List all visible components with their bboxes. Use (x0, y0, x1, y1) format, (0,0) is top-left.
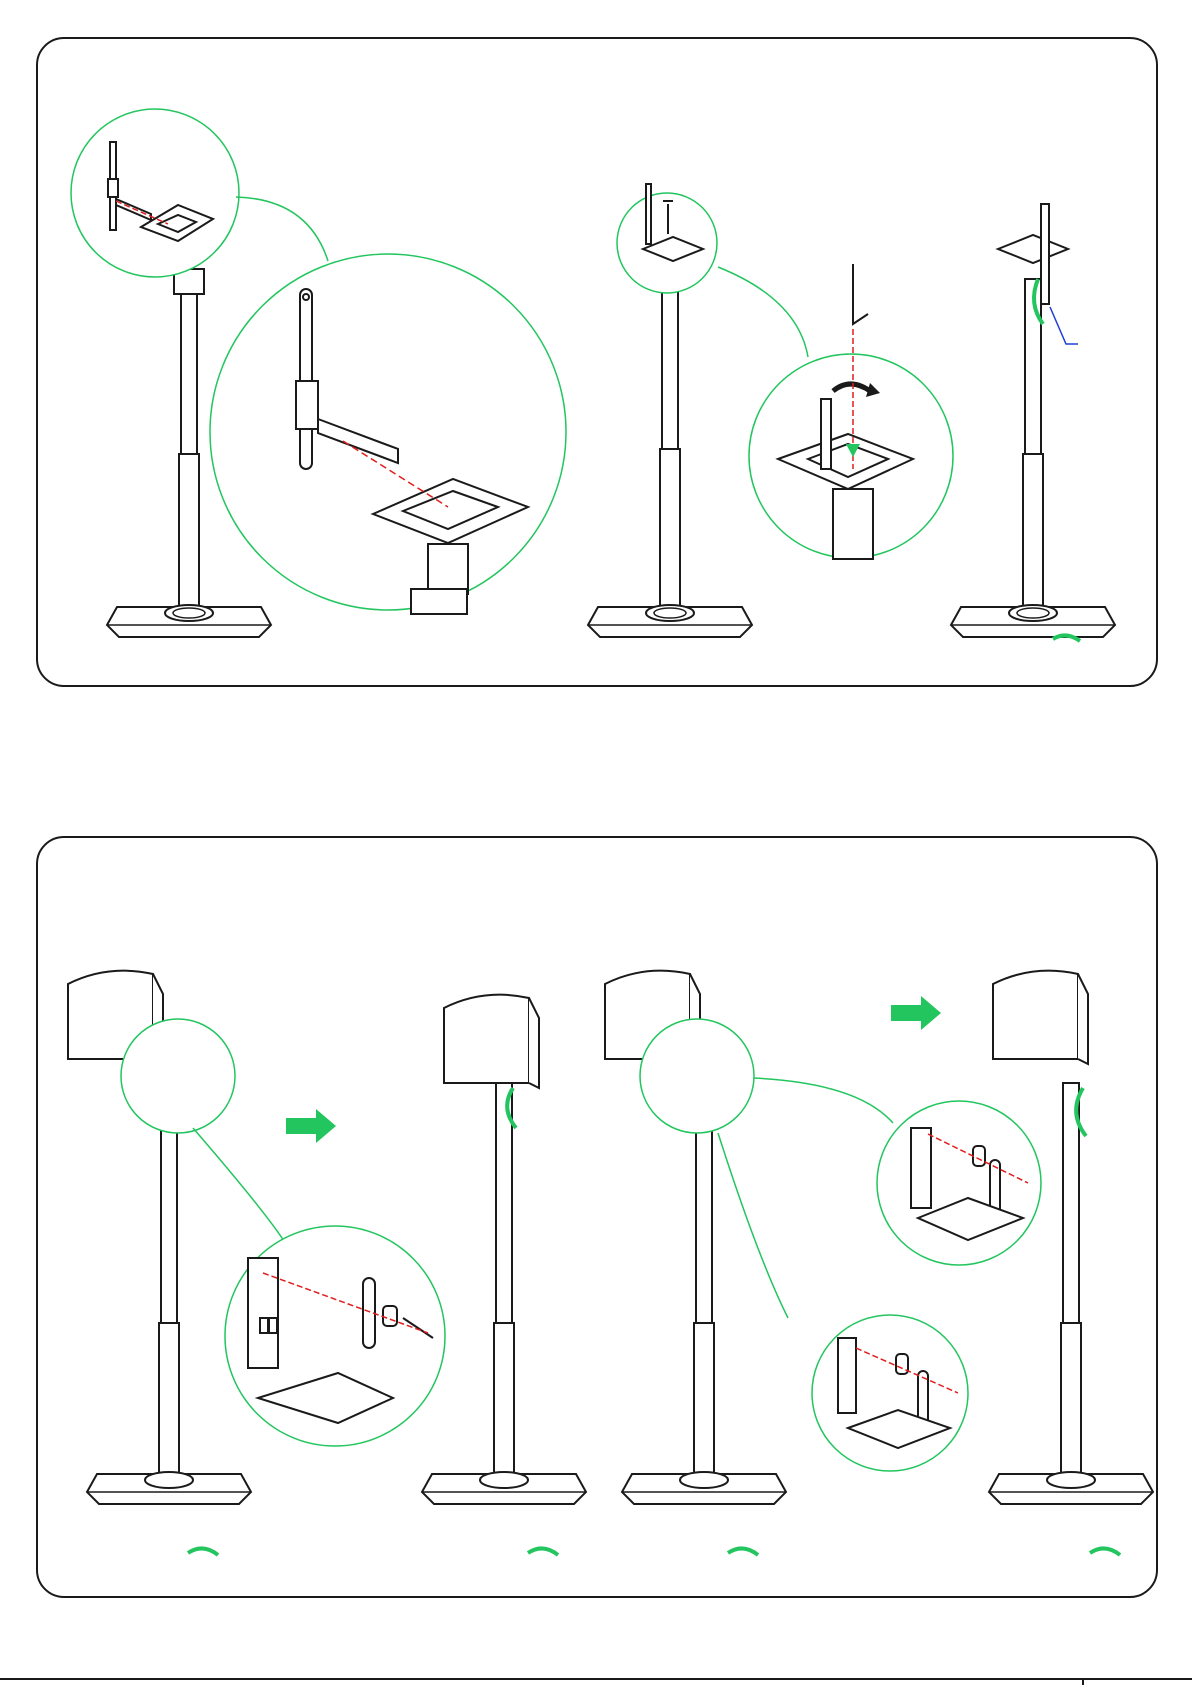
pointer-line (1050, 307, 1078, 344)
stand-3 (951, 204, 1115, 637)
magnifier-c-small (640, 1019, 754, 1133)
panel-1-drawing (38, 39, 1158, 687)
cable-a-exit (188, 1548, 218, 1555)
cable-exit (1053, 635, 1080, 641)
cable-b-exit (528, 1548, 558, 1555)
cable-c-exit (728, 1548, 758, 1555)
magnifier-circle-large (210, 254, 566, 610)
hex-key (853, 264, 868, 324)
magnifier-c-lower (812, 1315, 968, 1471)
magnifier-a-small (121, 1019, 235, 1133)
right-arrow-icon (286, 1109, 336, 1143)
callout-connector (236, 197, 328, 261)
footer-rule (0, 1678, 1192, 1680)
callout-connector-a (193, 1128, 293, 1258)
magnifier-circle-small (71, 109, 239, 277)
right-arrow-icon-2 (891, 996, 941, 1030)
assembly-step-panel-1 (36, 37, 1158, 687)
panel-2-drawing (38, 838, 1158, 1598)
assembly-step-panel-2 (36, 836, 1158, 1598)
callout-connector-c2 (718, 1133, 788, 1318)
stand-2 (588, 279, 752, 637)
footer-tick (1082, 1678, 1084, 1685)
magnifier-c-upper (877, 1101, 1041, 1265)
cable-d-exit (1090, 1548, 1120, 1555)
speaker-stand-b (422, 995, 586, 1504)
callout-connector-2 (718, 267, 808, 357)
callout-connector-c1 (754, 1078, 893, 1123)
